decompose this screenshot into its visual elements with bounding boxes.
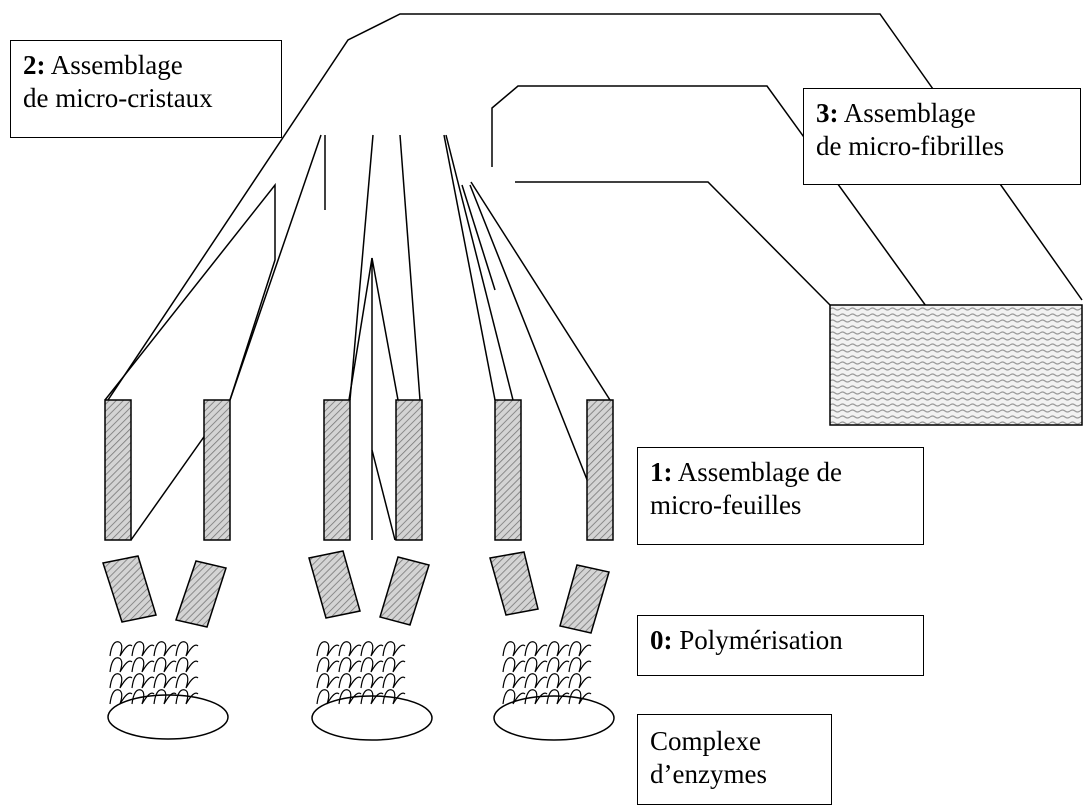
polymer-chain — [524, 657, 548, 673]
stage1-title-line1: Assemblage de — [672, 457, 842, 487]
polymer-chains — [109, 641, 592, 705]
stage1-label: 1: Assemblage de micro-feuilles — [637, 447, 924, 545]
polymer-chain — [360, 689, 384, 705]
polymer-chain — [524, 641, 548, 657]
polymer-chain — [360, 673, 384, 689]
enzyme-complexes — [107, 694, 615, 741]
enzyme-label: Complexe d’enzymes — [637, 714, 832, 805]
polymer-chain — [316, 689, 340, 705]
stage3-number: 3: — [816, 98, 839, 128]
polymer-chain — [109, 641, 133, 657]
polymer-chain — [338, 689, 362, 705]
stage0-label: 0: Polymérisation — [637, 615, 924, 676]
polymer-chain — [568, 657, 592, 673]
stage3-title-line1: Assemblage — [838, 98, 976, 128]
polymer-chain — [524, 673, 548, 689]
polymer-chain — [175, 641, 199, 657]
polymer-chain — [502, 673, 526, 689]
polymer-chain — [175, 657, 199, 673]
polymer-chain — [109, 673, 133, 689]
polymer-chain — [360, 657, 384, 673]
polymer-chain — [316, 673, 340, 689]
polymer-chain — [153, 673, 177, 689]
polymer-chain — [524, 689, 548, 705]
enzyme-title-line1: Complexe — [650, 726, 761, 756]
stage0-title: Polymérisation — [672, 625, 843, 655]
polymer-chain — [153, 641, 177, 657]
polymer-chain — [131, 657, 155, 673]
stage3-label: 3: Assemblage de micro-fibrilles — [803, 88, 1081, 185]
polymer-chain — [382, 673, 406, 689]
polymer-chain — [568, 641, 592, 657]
polymer-chain — [568, 673, 592, 689]
polymer-chain — [382, 689, 406, 705]
microsheet-outlines — [104, 182, 612, 541]
polymer-chain — [175, 689, 199, 705]
stage2-label: 2: Assemblage de micro-cristaux — [10, 40, 282, 138]
microfibril-cross-section — [829, 304, 1083, 426]
polymer-chain — [568, 689, 592, 705]
microsheets — [104, 399, 614, 541]
polymer-chain — [502, 641, 526, 657]
polymer-chain — [131, 641, 155, 657]
polymer-chain — [131, 673, 155, 689]
polymer-chain — [338, 657, 362, 673]
polymer-chain — [382, 657, 406, 673]
stage1-title-line2: micro-feuilles — [650, 490, 802, 520]
polymer-chain — [546, 657, 570, 673]
polymer-chain — [382, 641, 406, 657]
polymer-chain — [502, 689, 526, 705]
polymer-blocks — [102, 550, 610, 634]
polymer-chain — [109, 689, 133, 705]
polymer-chain — [109, 657, 133, 673]
enzyme-title-line2: d’enzymes — [650, 759, 767, 789]
polymer-chain — [175, 673, 199, 689]
polymer-chain — [338, 641, 362, 657]
stage2-title-line1: Assemblage — [45, 50, 183, 80]
stage2-title-line2: de micro-cristaux — [23, 83, 213, 113]
polymer-chain — [316, 657, 340, 673]
polymer-chain — [546, 673, 570, 689]
polymer-chain — [546, 641, 570, 657]
polymer-chain — [316, 641, 340, 657]
stage1-number: 1: — [650, 457, 673, 487]
polymer-chain — [338, 673, 362, 689]
polymer-chain — [546, 689, 570, 705]
polymer-chain — [502, 657, 526, 673]
stage0-number: 0: — [650, 625, 673, 655]
polymer-chain — [153, 689, 177, 705]
microcrystal-lines — [229, 134, 611, 401]
stage2-number: 2: — [23, 50, 46, 80]
polymer-chain — [131, 689, 155, 705]
stage3-title-line2: de micro-fibrilles — [816, 131, 1005, 161]
polymer-chain — [360, 641, 384, 657]
polymer-chain — [153, 657, 177, 673]
